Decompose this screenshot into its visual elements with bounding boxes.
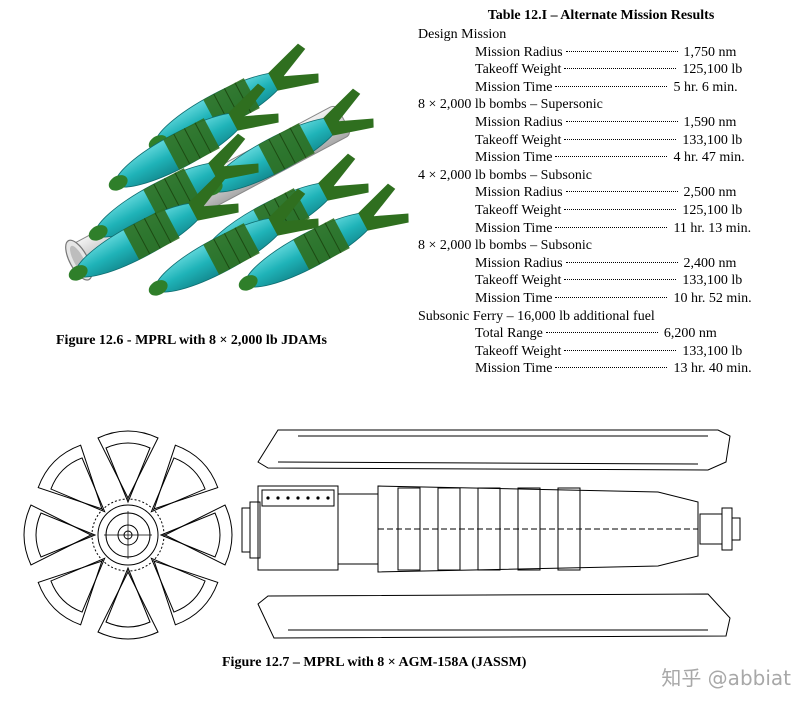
row-label: Mission Radius	[475, 185, 563, 201]
row-value: 125,100 lb	[682, 202, 743, 218]
row-value: 5 hr. 6 min.	[673, 79, 738, 95]
table-row: Mission Radius 2,500 nm	[418, 184, 788, 202]
group-heading: Subsonic Ferry – 16,000 lb additional fu…	[418, 308, 655, 324]
row-value: 1,750 nm	[683, 44, 737, 60]
row-value: 10 hr. 52 min.	[673, 290, 752, 306]
table-row: Mission Time 4 hr. 47 min.	[418, 149, 788, 167]
row-label: Total Range	[475, 326, 543, 342]
leader-dots	[555, 156, 668, 158]
figure-12-6-caption: Figure 12.6 - MPRL with 8 × 2,000 lb JDA…	[56, 333, 327, 348]
table-row: Takeoff Weight 125,100 lb	[418, 202, 788, 220]
table-row: Mission Radius 2,400 nm	[418, 255, 788, 273]
leader-dots	[564, 138, 677, 140]
row-label: Mission Time	[475, 79, 553, 95]
group-heading: 4 × 2,000 lb bombs – Subsonic	[418, 167, 592, 183]
row-value: 133,100 lb	[682, 343, 743, 359]
leader-dots	[555, 85, 668, 87]
row-label: Takeoff Weight	[475, 273, 562, 289]
leader-dots	[565, 50, 678, 52]
row-label: Takeoff Weight	[475, 202, 562, 218]
table-title: Table 12.I – Alternate Mission Results	[487, 8, 715, 23]
leader-dots	[564, 68, 677, 70]
leader-dots	[565, 191, 678, 193]
row-value: 133,100 lb	[682, 273, 743, 289]
row-value: 4 hr. 47 min.	[673, 150, 745, 166]
leader-dots	[564, 279, 677, 281]
table-row: Mission Radius 1,590 nm	[418, 114, 788, 132]
row-label: Mission Radius	[475, 44, 563, 60]
row-value: 133,100 lb	[682, 132, 743, 148]
row-label: Takeoff Weight	[475, 132, 562, 148]
leader-dots	[555, 367, 668, 369]
row-value: 13 hr. 40 min.	[673, 361, 752, 377]
leader-dots	[545, 332, 658, 334]
table-row: Takeoff Weight 125,100 lb	[418, 61, 788, 79]
row-value: 1,590 nm	[683, 114, 737, 130]
row-label: Mission Radius	[475, 114, 563, 130]
leader-dots	[555, 296, 668, 298]
leader-dots	[555, 226, 668, 228]
table-row: Mission Radius 1,750 nm	[418, 44, 788, 62]
table-row: Total Range 6,200 nm	[418, 325, 788, 343]
group-heading: 8 × 2,000 lb bombs – Supersonic	[418, 97, 603, 113]
row-label: Mission Time	[475, 150, 553, 166]
group-heading: 8 × 2,000 lb bombs – Subsonic	[418, 238, 592, 254]
row-label: Takeoff Weight	[475, 62, 562, 78]
row-label: Mission Time	[475, 361, 553, 377]
mprl-front-view-drawing	[23, 430, 233, 640]
leader-dots	[564, 208, 677, 210]
table-row: Mission Time 13 hr. 40 min.	[418, 360, 788, 378]
row-value: 2,400 nm	[683, 255, 737, 271]
row-label: Mission Radius	[475, 255, 563, 271]
mprl-jdam-illustration	[58, 41, 413, 313]
row-value: 6,200 nm	[663, 326, 717, 342]
row-label: Mission Time	[475, 290, 553, 306]
row-label: Mission Time	[475, 220, 553, 236]
table-row: Takeoff Weight 133,100 lb	[418, 132, 788, 150]
mission-results-table: Design Mission Mission Radius 1,750 nm Ta…	[418, 26, 788, 378]
watermark: 知乎 @abbiat	[661, 666, 791, 690]
leader-dots	[565, 261, 678, 263]
group-heading: Design Mission	[418, 27, 507, 42]
table-row: Takeoff Weight 133,100 lb	[418, 272, 788, 290]
table-row: Takeoff Weight 133,100 lb	[418, 343, 788, 361]
row-value: 11 hr. 13 min.	[673, 220, 752, 236]
table-row: Mission Time 11 hr. 13 min.	[418, 220, 788, 238]
leader-dots	[565, 120, 678, 122]
figure-12-7-caption: Figure 12.7 – MPRL with 8 × AGM-158A (JA…	[222, 655, 527, 670]
leader-dots	[564, 349, 677, 351]
row-label: Takeoff Weight	[475, 343, 562, 359]
table-row: Mission Time 10 hr. 52 min.	[418, 290, 788, 308]
mprl-side-view-drawing	[241, 429, 741, 639]
row-value: 2,500 nm	[683, 185, 737, 201]
row-value: 125,100 lb	[682, 62, 743, 78]
table-row: Mission Time 5 hr. 6 min.	[418, 79, 788, 97]
